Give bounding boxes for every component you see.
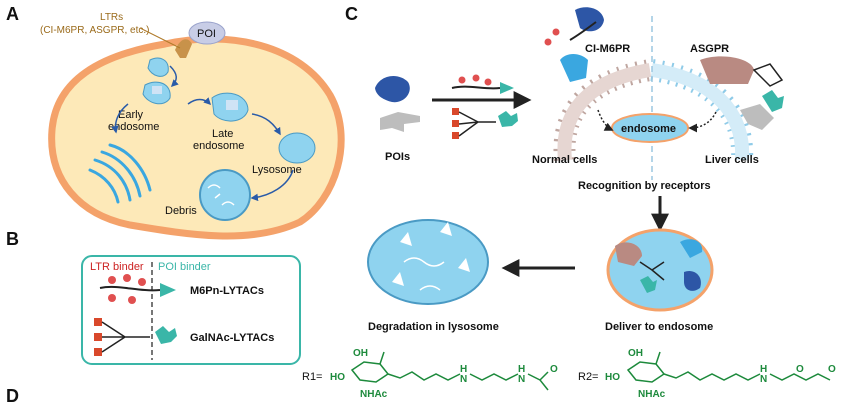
asgpr-receptor-icon [700, 56, 754, 84]
r1-nhac: NHAc [360, 389, 388, 400]
c-galnac-lytac-icon [452, 108, 518, 139]
poi-label: POI [197, 28, 216, 40]
m6p-dot-2 [552, 28, 560, 36]
late-endosome-icon [211, 92, 249, 122]
trafficking-arrows [111, 65, 294, 202]
ltr-pointer-line [139, 27, 181, 49]
r2-oh-top: OH [628, 348, 643, 359]
deliver-asgpr-icon [615, 242, 642, 266]
pois-label: POIs [385, 151, 410, 163]
deliver-lytac-link [639, 261, 665, 281]
r2-label: R2= [578, 371, 599, 383]
poi-binder-label: POI binder [158, 261, 211, 273]
debris-lysosome-icon [199, 169, 251, 221]
cell-body [48, 35, 345, 240]
early-label-2: endosome [108, 121, 159, 133]
debris-fragments-icon [207, 184, 235, 206]
lysosome-label: Lysosome [252, 164, 302, 176]
liver-cells-label: Liver cells [705, 154, 759, 166]
r1-ho: HO [330, 372, 345, 383]
asgpr-poi-icon [762, 90, 784, 112]
r2-nhac: NHAc [638, 389, 666, 400]
normal-internalize-arrow [597, 109, 614, 131]
r1-label: R1= [302, 371, 323, 383]
deliver-teal-poi-icon [640, 276, 657, 293]
late-label-2: endosome [193, 140, 244, 152]
r2-ho: HO [605, 372, 620, 383]
panel-c-label: C [345, 4, 358, 24]
degradation-lysosome-icon [367, 219, 489, 305]
early-label-1: Early [118, 109, 144, 121]
r1-n2: N [518, 374, 525, 385]
ci-m6pr-receptor-icon [560, 54, 588, 82]
panel-d-label: D [6, 386, 19, 406]
deliver-poi-icon [684, 270, 701, 291]
debris-label: Debris [165, 205, 197, 217]
m6pn-lytac-icon [99, 274, 176, 304]
ltr-binder-label: LTR binder [90, 261, 144, 273]
liver-cell-membrane [650, 59, 754, 161]
ltrs-examples-label: (CI-M6PR, ASGPR, etc.) [40, 25, 149, 36]
degradation-fragments-icon [392, 222, 470, 291]
r2-h: H [760, 364, 767, 375]
early-endosome-icon [142, 57, 171, 105]
poi-receptor-icon [380, 112, 420, 132]
r2-o-carbonyl: O [796, 364, 804, 375]
liver-internalize-arrow [688, 111, 717, 133]
ltr-receptor-icon [175, 39, 192, 58]
r2-o-ether: O [828, 364, 836, 375]
late-label-1: Late [212, 128, 233, 140]
m6pn-lytac-label: M6Pn-LYTACs [190, 285, 264, 297]
r1-structure [350, 351, 549, 391]
panel-a-label: A [6, 4, 19, 24]
r1-h: H [460, 364, 467, 375]
ci-m6pr-poi-icon [575, 7, 604, 32]
asgpr-lytac-link [752, 63, 784, 87]
r2-structure [626, 351, 831, 383]
normal-cell-membrane [553, 59, 652, 162]
r1-h2: H [518, 364, 525, 375]
m6p-dot-1 [544, 38, 552, 46]
r1-n: N [460, 374, 467, 385]
ltrs-label: LTRs [100, 12, 123, 23]
r1-o-carbonyl: O [550, 364, 558, 375]
galnac-lytac-label: GalNAc-LYTACs [190, 332, 274, 344]
asgpr-label: ASGPR [690, 43, 729, 55]
liver-poi-receptor-icon [740, 104, 774, 130]
golgi-icon [88, 143, 152, 204]
poi-blob-icon [188, 21, 226, 45]
c-m6pn-lytac-icon [451, 74, 514, 94]
normal-cells-label: Normal cells [532, 154, 597, 166]
panel-b-label: B [6, 229, 19, 249]
ci-m6pr-label: CI-M6PR [585, 43, 630, 55]
galnac-lytac-icon [94, 318, 177, 356]
deliver-ci-m6pr-icon [680, 239, 703, 258]
r1-oh-top: OH [353, 348, 368, 359]
c-endosome-label: endosome [621, 123, 676, 135]
deliver-label: Deliver to endosome [605, 321, 713, 333]
lysosome-icon [278, 132, 316, 164]
degradation-label: Degradation in lysosome [368, 321, 499, 333]
ci-m6pr-lytac-link [569, 21, 597, 41]
recognition-label: Recognition by receptors [578, 180, 711, 192]
r2-n: N [760, 374, 767, 385]
poi-protein-icon [375, 76, 410, 103]
